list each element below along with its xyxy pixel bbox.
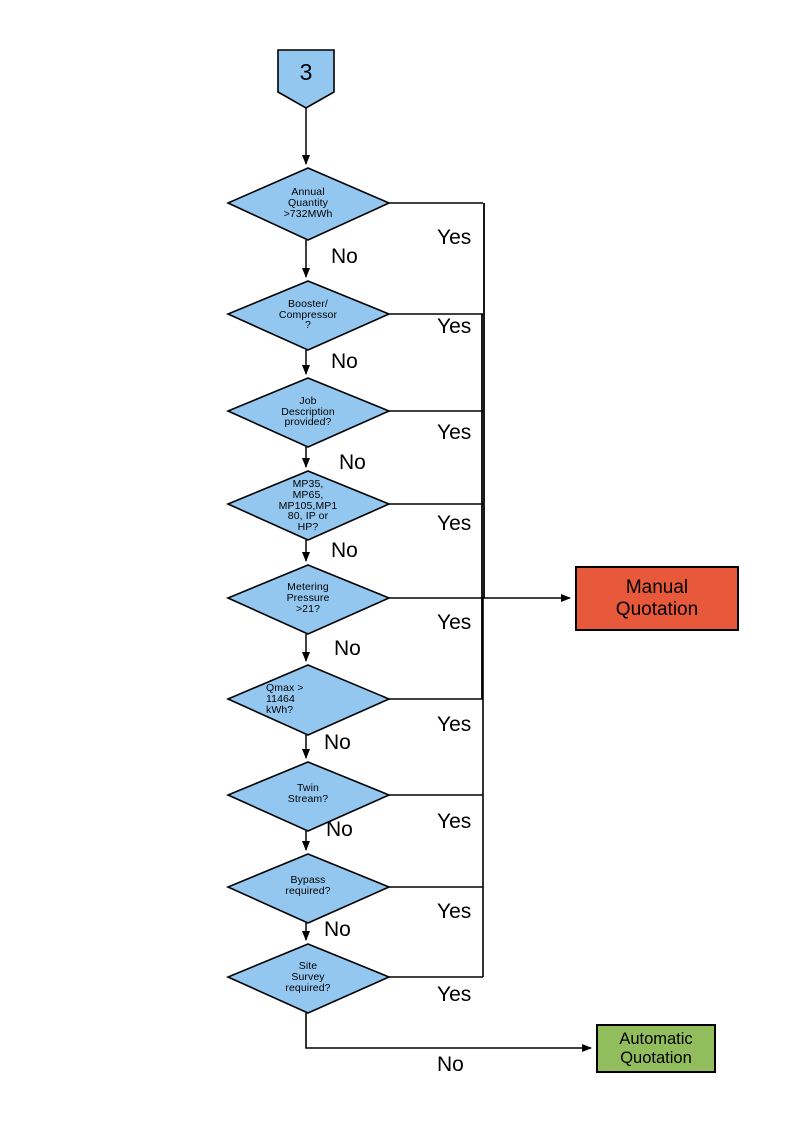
edge-label-no-mp-ip-hp: No — [331, 539, 358, 562]
terminal-automatic-quotation-shape — [596, 1024, 716, 1073]
decision-twin-stream-shape — [225, 761, 392, 832]
decision-metering-pressure-shape — [225, 564, 392, 635]
edge-label-no-booster-compressor: No — [331, 350, 358, 373]
edge-label-yes-booster-compressor: Yes — [437, 315, 472, 338]
edge-label-yes-site-survey: Yes — [437, 983, 472, 1006]
decision-qmax-shape — [226, 664, 392, 736]
decision-annual-quantity-shape — [226, 167, 391, 241]
edge-label-no-site-survey: No — [437, 1053, 464, 1076]
start-node-shape — [277, 49, 335, 109]
edge-site-survey-no-to-automatic — [305, 1013, 592, 1052]
decision-bypass-shape — [225, 853, 392, 924]
decision-job-description-shape — [225, 377, 392, 448]
edge-label-no-twin-stream: No — [326, 818, 353, 841]
decision-mp-ip-hp-shape — [225, 470, 392, 541]
edge-label-yes-twin-stream: Yes — [437, 810, 472, 833]
edge-label-yes-annual-quantity: Yes — [437, 226, 472, 249]
edge-label-no-job-description: No — [339, 451, 366, 474]
edge-label-yes-bypass: Yes — [437, 900, 472, 923]
edge-label-no-bypass: No — [324, 918, 351, 941]
decision-site-survey-shape — [225, 943, 392, 1014]
edge-label-yes-qmax: Yes — [437, 713, 472, 736]
decision-booster-compressor-shape — [225, 280, 392, 351]
edge-label-yes-mp-ip-hp: Yes — [437, 512, 472, 535]
edge-label-yes-job-description: Yes — [437, 421, 472, 444]
edge-label-yes-metering-pressure: Yes — [437, 611, 472, 634]
terminal-manual-quotation-shape — [575, 566, 739, 631]
edge-label-no-metering-pressure: No — [334, 637, 361, 660]
edge-label-no-annual-quantity: No — [331, 245, 358, 268]
edge-label-no-qmax: No — [324, 731, 351, 754]
